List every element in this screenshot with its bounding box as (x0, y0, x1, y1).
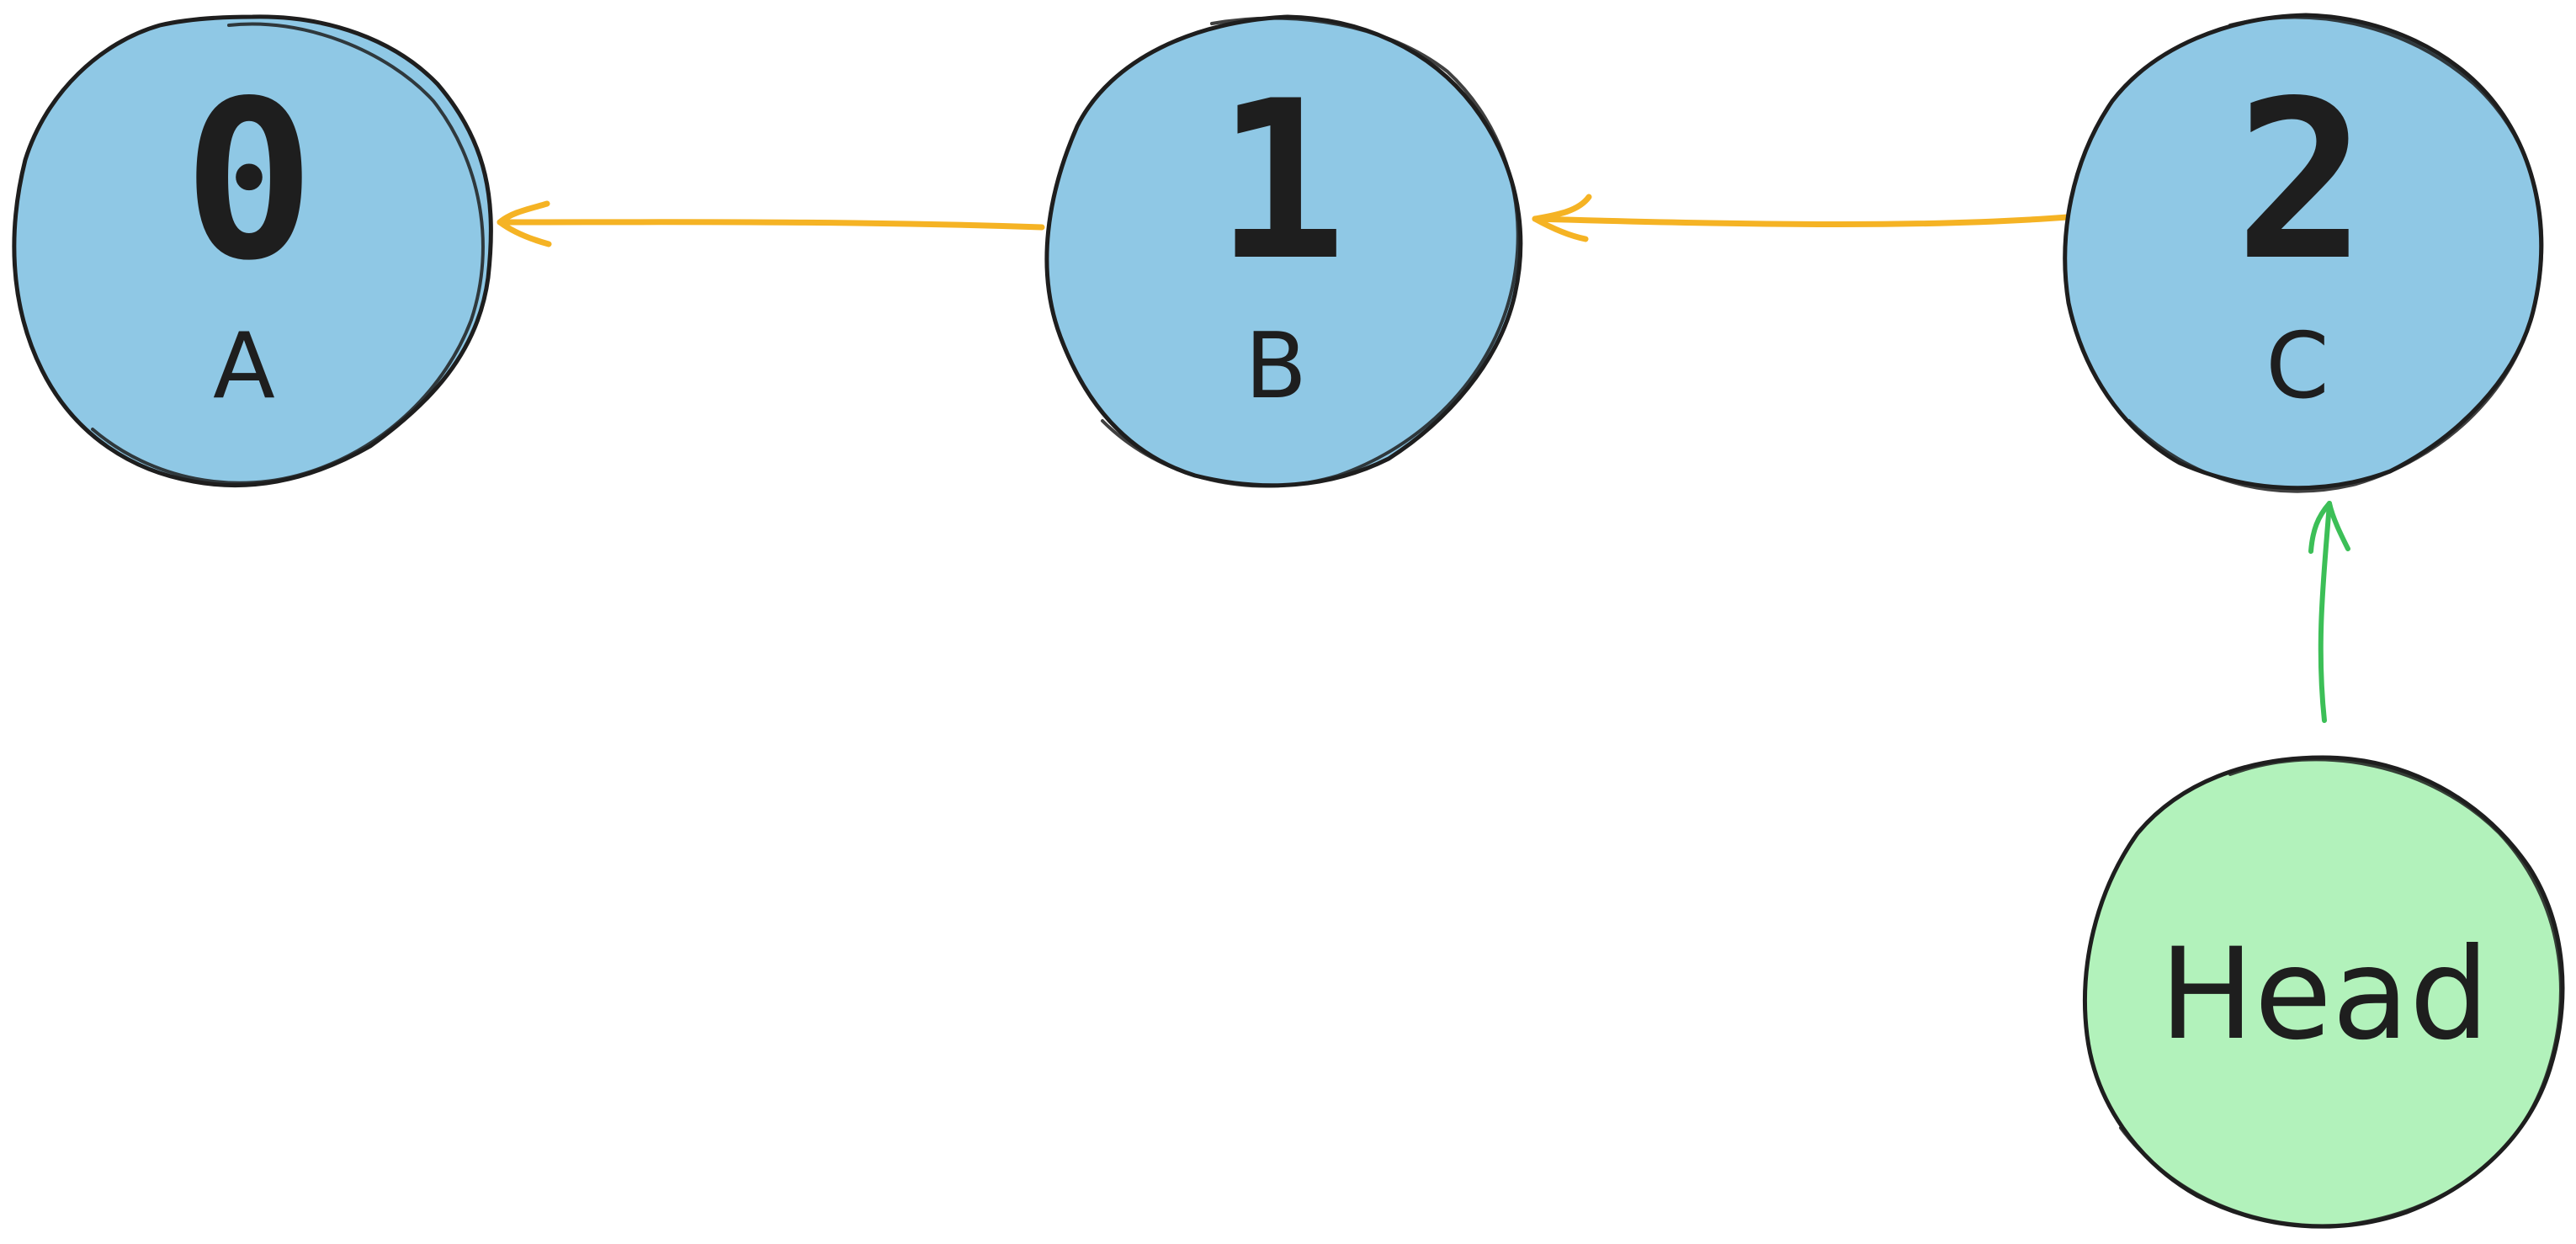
edge-c-to-b (1532, 194, 2071, 242)
list-node-a: 0 A (12, 14, 493, 487)
node-circle (12, 14, 493, 487)
node-label: C (2265, 314, 2329, 419)
node-index: 0 (183, 55, 316, 309)
node-label: A (213, 314, 275, 419)
edge-b-to-a (497, 200, 1045, 247)
list-node-c: 2 C (2063, 13, 2544, 493)
node-index: 1 (1215, 55, 1347, 309)
list-node-b: 1 B (1044, 14, 1523, 488)
head-node: Head (2083, 755, 2565, 1229)
head-label: Head (2159, 922, 2489, 1068)
node-label: B (1245, 314, 1307, 419)
node-index: 2 (2235, 55, 2367, 309)
edge-head-to-c (2308, 501, 2350, 723)
